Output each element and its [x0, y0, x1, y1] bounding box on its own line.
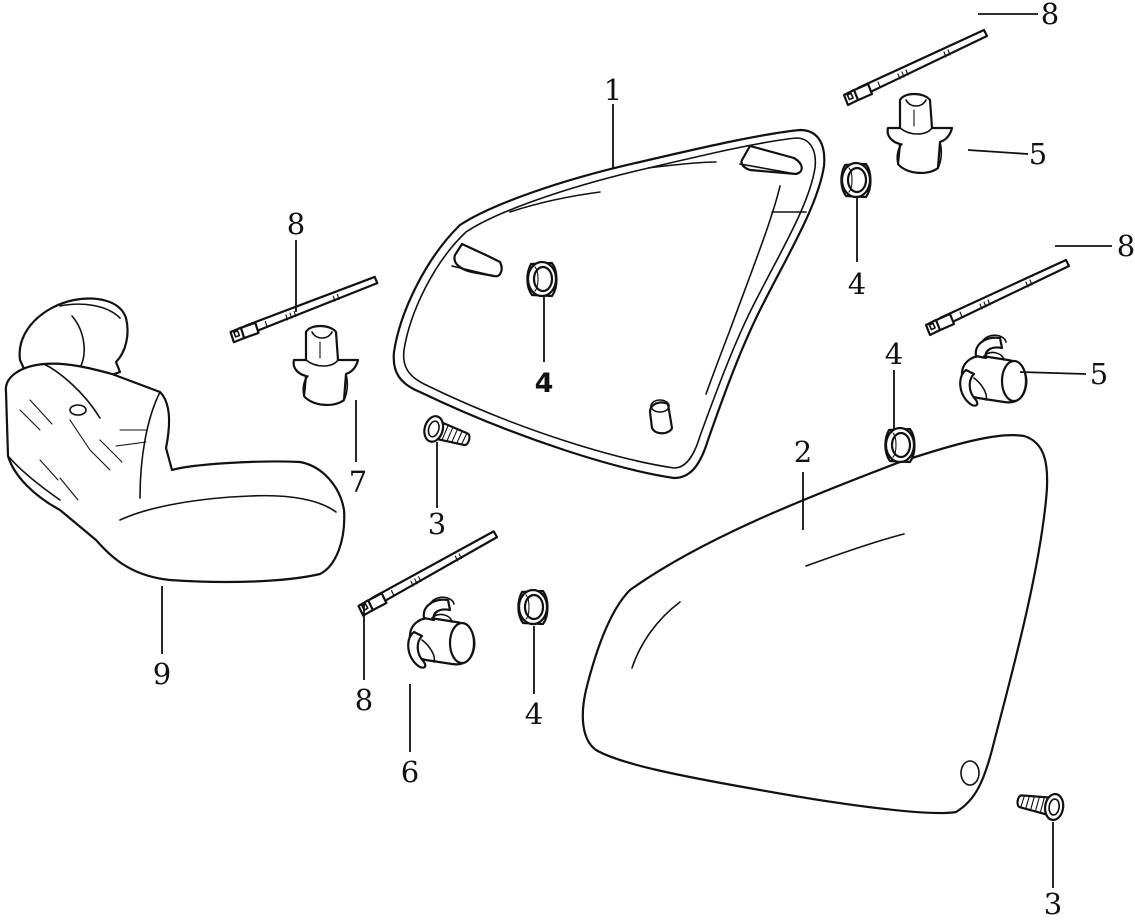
screw-part-3-a: [420, 412, 474, 453]
callout-1: 1: [604, 73, 622, 107]
grommet-part-4-d: [517, 588, 549, 626]
callout-6: 6: [401, 755, 419, 789]
callout-4-lower: 4: [525, 697, 543, 731]
side-cover-upper-part-1: [392, 128, 826, 480]
callout-4-upper-right: 4: [848, 267, 866, 301]
clamp-part-7: [292, 324, 360, 407]
callout-4-upper-panel: 4: [535, 368, 554, 399]
callout-8-left: 8: [287, 207, 305, 241]
callout-8-right: 8: [1117, 229, 1135, 263]
callout-3-upper: 3: [428, 507, 446, 541]
cable-tie-part-8-b: [924, 258, 1071, 337]
callout-8-bottom: 8: [355, 683, 373, 717]
intake-duct-part-9: [4, 297, 346, 584]
grommet-part-4-c: [884, 426, 916, 464]
side-cover-lower-part-2: [581, 434, 1049, 815]
callout-5-upper: 5: [1029, 137, 1047, 171]
screw-part-3-b: [1014, 787, 1066, 823]
leader-lines: [161, 13, 1112, 888]
callout-9: 9: [153, 657, 171, 691]
clamp-part-5-lower: [959, 334, 1028, 407]
callout-4-middle-right: 4: [885, 337, 903, 371]
callout-8-top-right: 8: [1041, 0, 1059, 31]
clamp-part-6: [407, 596, 476, 669]
cable-tie-part-8-c: [228, 266, 379, 354]
callout-2: 2: [794, 435, 812, 469]
grommet-part-4-b: [840, 161, 872, 199]
callout-3-lower: 3: [1044, 887, 1062, 920]
callout-7: 7: [349, 465, 367, 499]
clamp-part-5-upper: [886, 92, 954, 175]
grommet-part-4-a: [526, 260, 558, 298]
cable-tie-part-8-d: [352, 530, 503, 618]
callout-5-lower: 5: [1090, 357, 1108, 391]
